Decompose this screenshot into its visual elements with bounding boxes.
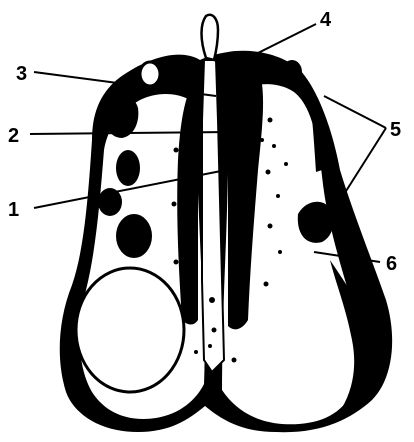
label-5: 5 <box>390 119 401 141</box>
right-top-bump <box>282 60 302 84</box>
leader-line-5a <box>324 96 386 128</box>
leader-line-5b <box>334 128 386 210</box>
label-6: 6 <box>386 253 397 275</box>
left-middle-opening <box>116 150 140 186</box>
left-top-bump <box>140 62 160 86</box>
left-lower-lobe <box>76 268 184 392</box>
right-opening <box>298 202 333 243</box>
label-3: 3 <box>16 63 27 85</box>
label-2: 2 <box>8 125 19 147</box>
crista-galli <box>202 15 219 60</box>
label-1: 1 <box>8 199 19 221</box>
leader-line-4 <box>240 24 316 62</box>
left-lower-opening-b <box>116 214 152 258</box>
label-4: 4 <box>320 9 332 31</box>
